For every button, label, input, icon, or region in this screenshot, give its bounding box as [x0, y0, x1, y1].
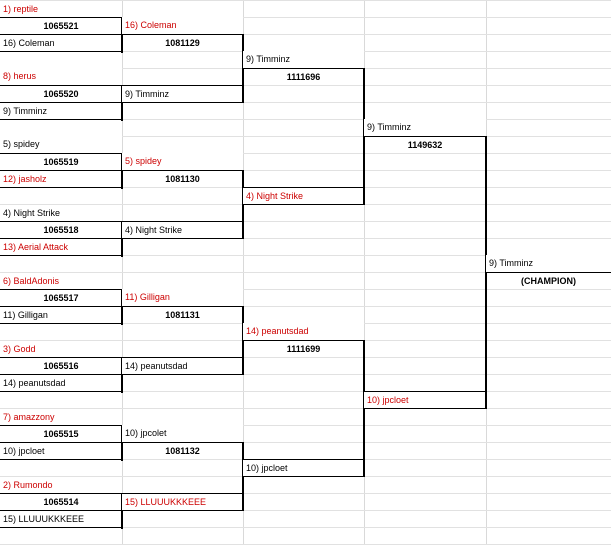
grid-row-line — [0, 136, 611, 137]
r3-m2-connector — [363, 340, 365, 477]
r1-m4-bottom[interactable]: 13) Aerial Attack — [0, 238, 122, 256]
r1-m2-match-id[interactable]: 1065520 — [0, 85, 122, 102]
grid-row-line — [0, 289, 611, 290]
r2-m4-connector — [242, 442, 244, 511]
r3-m1-top[interactable]: 9) Timminz — [243, 51, 364, 68]
r2-m4-bottom[interactable]: 15) LLUUUKKKEEE — [122, 493, 243, 511]
grid-row-line — [0, 0, 611, 1]
r3-m1-bottom[interactable]: 4) Night Strike — [243, 187, 364, 205]
r1-m6-match-id[interactable]: 1065516 — [0, 357, 122, 374]
grid-row-line — [0, 119, 611, 120]
r1-m5-connector — [121, 289, 123, 325]
r1-m3-match-id[interactable]: 1065519 — [0, 153, 122, 170]
grid-row-line — [0, 34, 611, 35]
r1-m1-match-id[interactable]: 1065521 — [0, 17, 122, 34]
r2-m2-connector — [242, 170, 244, 239]
champion-name[interactable]: 9) Timminz — [486, 255, 611, 272]
r1-m4-top[interactable]: 4) Night Strike — [0, 205, 122, 222]
grid-row-line — [0, 102, 611, 103]
grid-row-line — [0, 510, 611, 511]
r1-m6-bottom[interactable]: 14) peanutsdad — [0, 374, 122, 392]
r1-m7-connector — [121, 425, 123, 461]
r1-m3-top[interactable]: 5) spidey — [0, 136, 122, 153]
grid-row-line — [0, 153, 611, 154]
grid-row-line — [0, 17, 611, 18]
grid-row-line — [0, 221, 611, 222]
grid-row-line — [0, 374, 611, 375]
r3-m1-connector — [363, 68, 365, 205]
r2-m1-connector — [242, 34, 244, 103]
r1-m4-connector — [121, 221, 123, 257]
grid-row-line — [0, 442, 611, 443]
r1-m2-connector — [121, 85, 123, 121]
r1-m6-connector — [121, 357, 123, 393]
grid-row-line — [0, 272, 611, 273]
grid-row-line — [0, 425, 611, 426]
r2-m3-connector — [242, 306, 244, 375]
grid-row-line — [0, 306, 611, 307]
r3-m2-top[interactable]: 14) peanutsdad — [243, 323, 364, 340]
r2-m3-bottom[interactable]: 14) peanutsdad — [122, 357, 243, 375]
grid-row-line — [0, 170, 611, 171]
grid-row-line — [0, 408, 611, 409]
r1-m8-bottom[interactable]: 15) LLUUUKKKEEE — [0, 510, 122, 528]
r1-m1-top[interactable]: 1) reptile — [0, 1, 122, 18]
r2-m1-top[interactable]: 16) Coleman — [122, 17, 243, 34]
r1-m4-match-id[interactable]: 1065518 — [0, 221, 122, 238]
r1-m1-connector — [121, 17, 123, 53]
r1-m2-top[interactable]: 8) herus — [0, 68, 122, 85]
r1-m3-connector — [121, 153, 123, 189]
r2-m4-match-id[interactable]: 1081132 — [122, 442, 243, 459]
r1-m2-bottom[interactable]: 9) Timminz — [0, 102, 122, 120]
r2-m3-top[interactable]: 11) Gilligan — [122, 289, 243, 306]
r1-m8-top[interactable]: 2) Rumondo — [0, 477, 122, 494]
r2-m2-top[interactable]: 5) spidey — [122, 153, 243, 170]
r1-m7-bottom[interactable]: 10) jpcloet — [0, 442, 122, 460]
r2-m4-top[interactable]: 10) jpcolet — [122, 425, 243, 442]
r1-m5-bottom[interactable]: 11) Gilligan — [0, 306, 122, 324]
grid-row-line — [0, 391, 611, 392]
r1-m7-match-id[interactable]: 1065515 — [0, 425, 122, 442]
r1-m6-top[interactable]: 3) Godd — [0, 341, 122, 358]
r1-m5-match-id[interactable]: 1065517 — [0, 289, 122, 306]
champion-label[interactable]: (CHAMPION) — [486, 272, 611, 289]
r3-m2-match-id[interactable]: 1111699 — [243, 340, 364, 357]
grid-row-line — [0, 493, 611, 494]
grid-row-line — [0, 238, 611, 239]
r1-m7-top[interactable]: 7) amazzony — [0, 409, 122, 426]
r1-m5-top[interactable]: 6) BaldAdonis — [0, 273, 122, 290]
r1-m8-connector — [121, 493, 123, 529]
r2-m2-match-id[interactable]: 1081130 — [122, 170, 243, 187]
r3-m1-match-id[interactable]: 1111696 — [243, 68, 364, 85]
grid-row-line — [0, 85, 611, 86]
r1-m8-match-id[interactable]: 1065514 — [0, 493, 122, 510]
r4-match-id[interactable]: 1149632 — [364, 136, 486, 153]
grid-row-line — [0, 255, 611, 256]
r1-m1-bottom[interactable]: 16) Coleman — [0, 34, 122, 52]
r4-bottom[interactable]: 10) jpcloet — [364, 391, 486, 409]
r3-m2-bottom[interactable]: 10) jpcloet — [243, 459, 364, 477]
r2-m3-match-id[interactable]: 1081131 — [122, 306, 243, 323]
grid-row-line — [0, 357, 611, 358]
r4-connector — [485, 136, 487, 409]
r2-m1-match-id[interactable]: 1081129 — [122, 34, 243, 51]
r1-m3-bottom[interactable]: 12) jasholz — [0, 170, 122, 188]
grid-row-line — [0, 527, 611, 528]
r2-m2-bottom[interactable]: 4) Night Strike — [122, 221, 243, 239]
r4-top[interactable]: 9) Timminz — [364, 119, 486, 136]
r2-m1-bottom[interactable]: 9) Timminz — [122, 85, 243, 103]
